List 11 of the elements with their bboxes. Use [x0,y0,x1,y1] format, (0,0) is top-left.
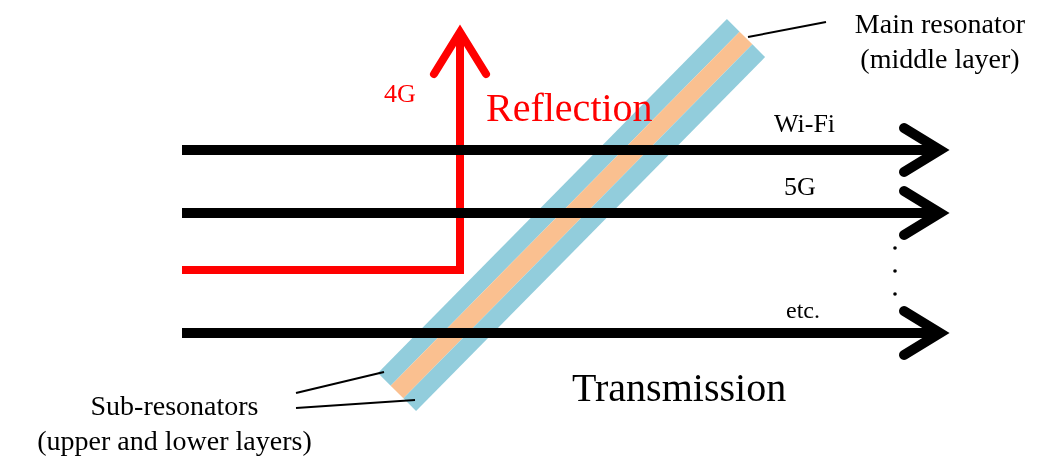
leader-line [295,399,416,409]
transmission-label: Transmission [572,366,787,410]
callout-text: Sub-resonators (upper and lower layers) [36,389,313,458]
leader-line [747,21,827,38]
signal-label: etc. [786,297,820,324]
reflection-label: Reflection [486,86,653,130]
callout-text: Main resonator (middle layer) [853,7,1027,76]
leader-line [295,371,385,394]
signal-label: Wi-Fi [774,110,836,139]
signal-label: 4G [384,80,416,109]
signal-label: 5G [784,173,816,202]
